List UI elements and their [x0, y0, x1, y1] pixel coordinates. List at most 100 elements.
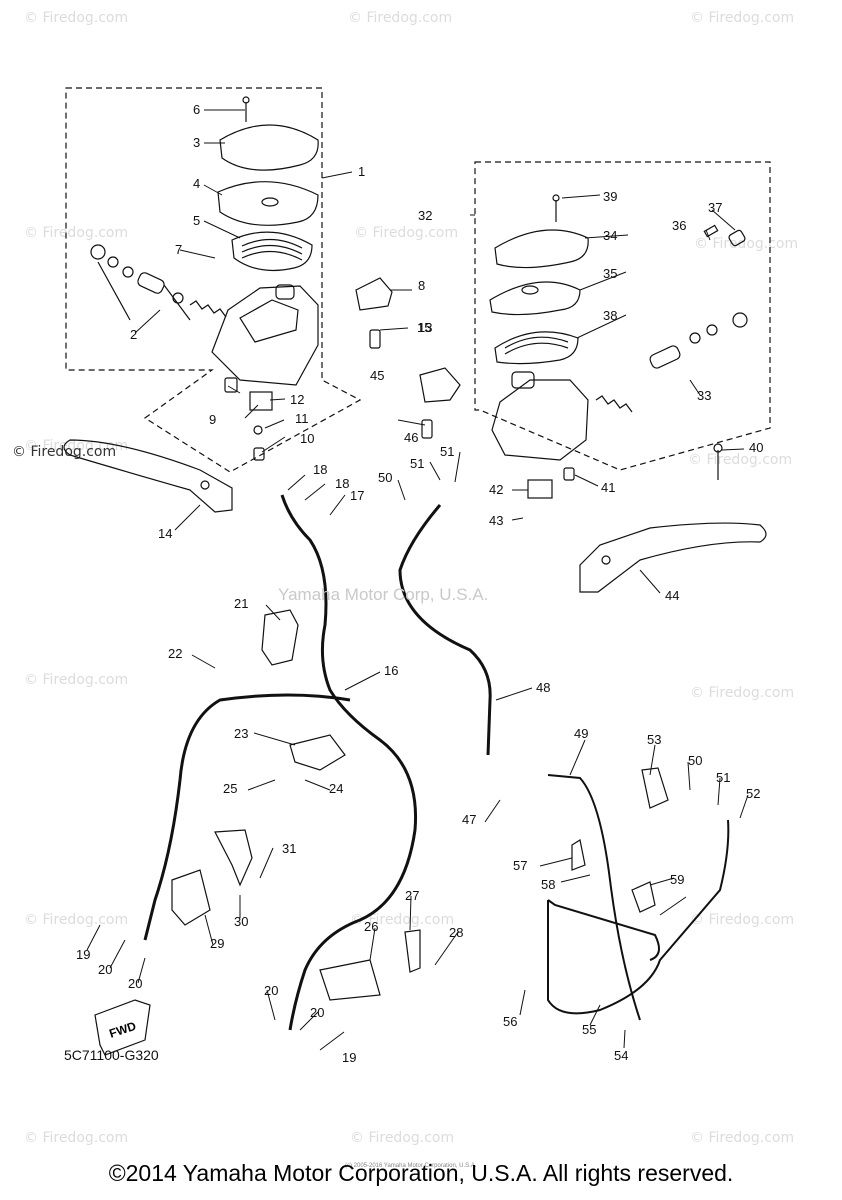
left-brake-lever — [63, 439, 233, 513]
fwd-arrow — [94, 999, 151, 1056]
callout-34: 34 — [603, 228, 617, 243]
fwd-label: FWD — [107, 1019, 138, 1041]
callout-21: 21 — [234, 596, 248, 611]
callout-48: 48 — [536, 680, 550, 695]
callout-23: 23 — [234, 726, 248, 741]
callout-44: 44 — [665, 588, 679, 603]
brake-hose-left-upper — [280, 494, 418, 1031]
callout-40: 40 — [749, 440, 763, 455]
callout-36: 36 — [672, 218, 686, 233]
tiny-copyright: (c) 2005-2016 Yamaha Motor Corporation, … — [345, 1163, 477, 1169]
brake-pipe-right — [547, 774, 730, 1021]
callout-53: 53 — [647, 732, 661, 747]
firedog-watermark: © Firedog.com — [24, 1130, 129, 1146]
left-assembly-box — [65, 87, 362, 473]
firedog-watermark: © Firedog.com — [694, 236, 799, 252]
callout-29: 29 — [210, 936, 224, 951]
callout-33: 33 — [697, 388, 711, 403]
right-cylinder-body — [491, 379, 589, 461]
callout-24: 24 — [329, 781, 343, 796]
left-reservoir-cap — [219, 124, 319, 171]
callout-3: 3 — [193, 135, 200, 150]
firedog-watermark: © Firedog.com — [350, 912, 455, 928]
callout-51: 51 — [440, 444, 454, 459]
callout-22: 22 — [168, 646, 182, 661]
firedog-watermark: © Firedog.com — [348, 10, 453, 26]
callout-51: 51 — [716, 770, 730, 785]
firedog-watermark: © Firedog.com — [690, 912, 795, 928]
callout-59: 59 — [670, 872, 684, 887]
firedog-watermark: © Firedog.com — [690, 685, 795, 701]
callout-18: 18 — [313, 462, 327, 477]
right-brake-lever — [579, 522, 767, 593]
brake-hose-left-lower — [143, 693, 351, 941]
right-reservoir-cap — [494, 229, 589, 269]
callout-30: 30 — [234, 914, 248, 929]
callout-20: 20 — [98, 962, 112, 977]
callout-20: 20 — [264, 983, 278, 998]
copyright-footer: ©2014 Yamaha Motor Corporation, U.S.A. A… — [108, 1160, 734, 1186]
callout-47: 47 — [462, 812, 476, 827]
callout-32: 32 — [418, 208, 432, 223]
callout-5: 5 — [193, 213, 200, 228]
callout-43: 43 — [489, 513, 503, 528]
firedog-watermark: © Firedog.com — [690, 1130, 795, 1146]
callout-6: 6 — [193, 102, 200, 117]
callout-4: 4 — [193, 176, 200, 191]
firedog-watermark: © Firedog.com — [24, 10, 129, 26]
left-diaphragm — [231, 231, 313, 272]
callout-16: 16 — [384, 663, 398, 678]
callout-54: 54 — [614, 1048, 628, 1063]
left-cylinder-body — [211, 285, 319, 386]
firedog-watermark: © Firedog.com — [24, 672, 129, 688]
callout-39: 39 — [603, 189, 617, 204]
callout-7: 7 — [175, 242, 182, 257]
firedog-watermark-dark: © Firedog.com — [12, 444, 117, 460]
callout-14: 14 — [158, 526, 172, 541]
firedog-watermark: © Firedog.com — [688, 452, 793, 468]
callout-19: 19 — [76, 947, 90, 962]
callout-35: 35 — [603, 266, 617, 281]
callout-37: 37 — [708, 200, 722, 215]
callout-50: 50 — [688, 753, 702, 768]
firedog-watermark: © Firedog.com — [24, 225, 129, 241]
callout-51: 51 — [410, 456, 424, 471]
brake-hose-right — [398, 504, 492, 756]
diagram-code: 5C71100-G320 — [64, 1047, 159, 1063]
callout-9: 9 — [209, 412, 216, 427]
callout-12: 12 — [290, 392, 304, 407]
callout-2: 2 — [130, 327, 137, 342]
firedog-watermark: © Firedog.com — [690, 10, 795, 26]
callout-55: 55 — [582, 1022, 596, 1037]
center-watermark: Yamaha Motor Corp, U.S.A. — [278, 585, 489, 604]
firedog-watermark: © Firedog.com — [24, 438, 129, 454]
callout-41: 41 — [601, 480, 615, 495]
callout-42: 42 — [489, 482, 503, 497]
callout-28: 28 — [449, 925, 463, 940]
callout-50: 50 — [378, 470, 392, 485]
firedog-watermark: © Firedog.com — [24, 912, 129, 928]
callout-1: 1 — [358, 164, 365, 179]
callout-31: 31 — [282, 841, 296, 856]
callout-15: 15 — [417, 320, 431, 335]
callout-8: 8 — [418, 278, 425, 293]
left-diaphragm-plate — [217, 181, 319, 226]
callout-10: 10 — [300, 431, 314, 446]
firedog-watermark: © Firedog.com — [354, 225, 459, 241]
callout-46: 46 — [404, 430, 418, 445]
callout-13: 13 — [418, 320, 432, 335]
callout-52: 52 — [746, 786, 760, 801]
callout-57: 57 — [513, 858, 527, 873]
callout-27: 27 — [405, 888, 419, 903]
callout-45: 45 — [370, 368, 384, 383]
callout-20: 20 — [310, 1005, 324, 1020]
callout-11: 11 — [295, 411, 309, 426]
callout-56: 56 — [503, 1014, 517, 1029]
callout-18: 18 — [335, 476, 349, 491]
right-assembly-box — [474, 161, 771, 471]
callout-20: 20 — [128, 976, 142, 991]
callout-38: 38 — [603, 308, 617, 323]
right-diaphragm — [494, 331, 579, 365]
